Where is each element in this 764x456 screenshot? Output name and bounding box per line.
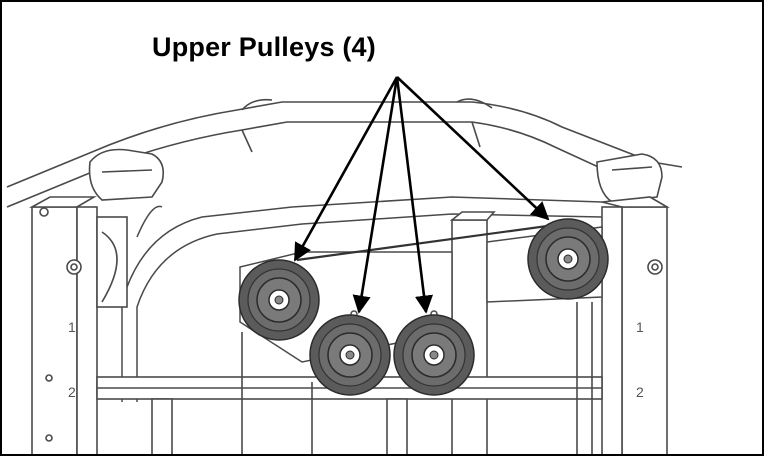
left-post-mark-1: 1 [68,319,76,335]
pulley [527,218,609,300]
leader-arrow [395,76,434,314]
left-end-cap [88,148,165,201]
leader-arrows [293,76,550,314]
left-post [28,196,128,454]
right-post [601,196,670,454]
right-end-cap [596,153,663,203]
leader-arrow [293,76,399,262]
cable [296,222,563,262]
leader-arrow [352,76,399,314]
pulley [238,259,320,341]
left-post-mark-2: 2 [68,384,76,400]
upper-pulleys-callout: Upper Pulleys (4) [152,32,376,62]
right-post-mark-2: 2 [636,384,644,400]
pulley [393,314,475,396]
leader-arrow [396,76,550,221]
right-post-mark-1: 1 [636,319,644,335]
pulley [309,314,391,396]
